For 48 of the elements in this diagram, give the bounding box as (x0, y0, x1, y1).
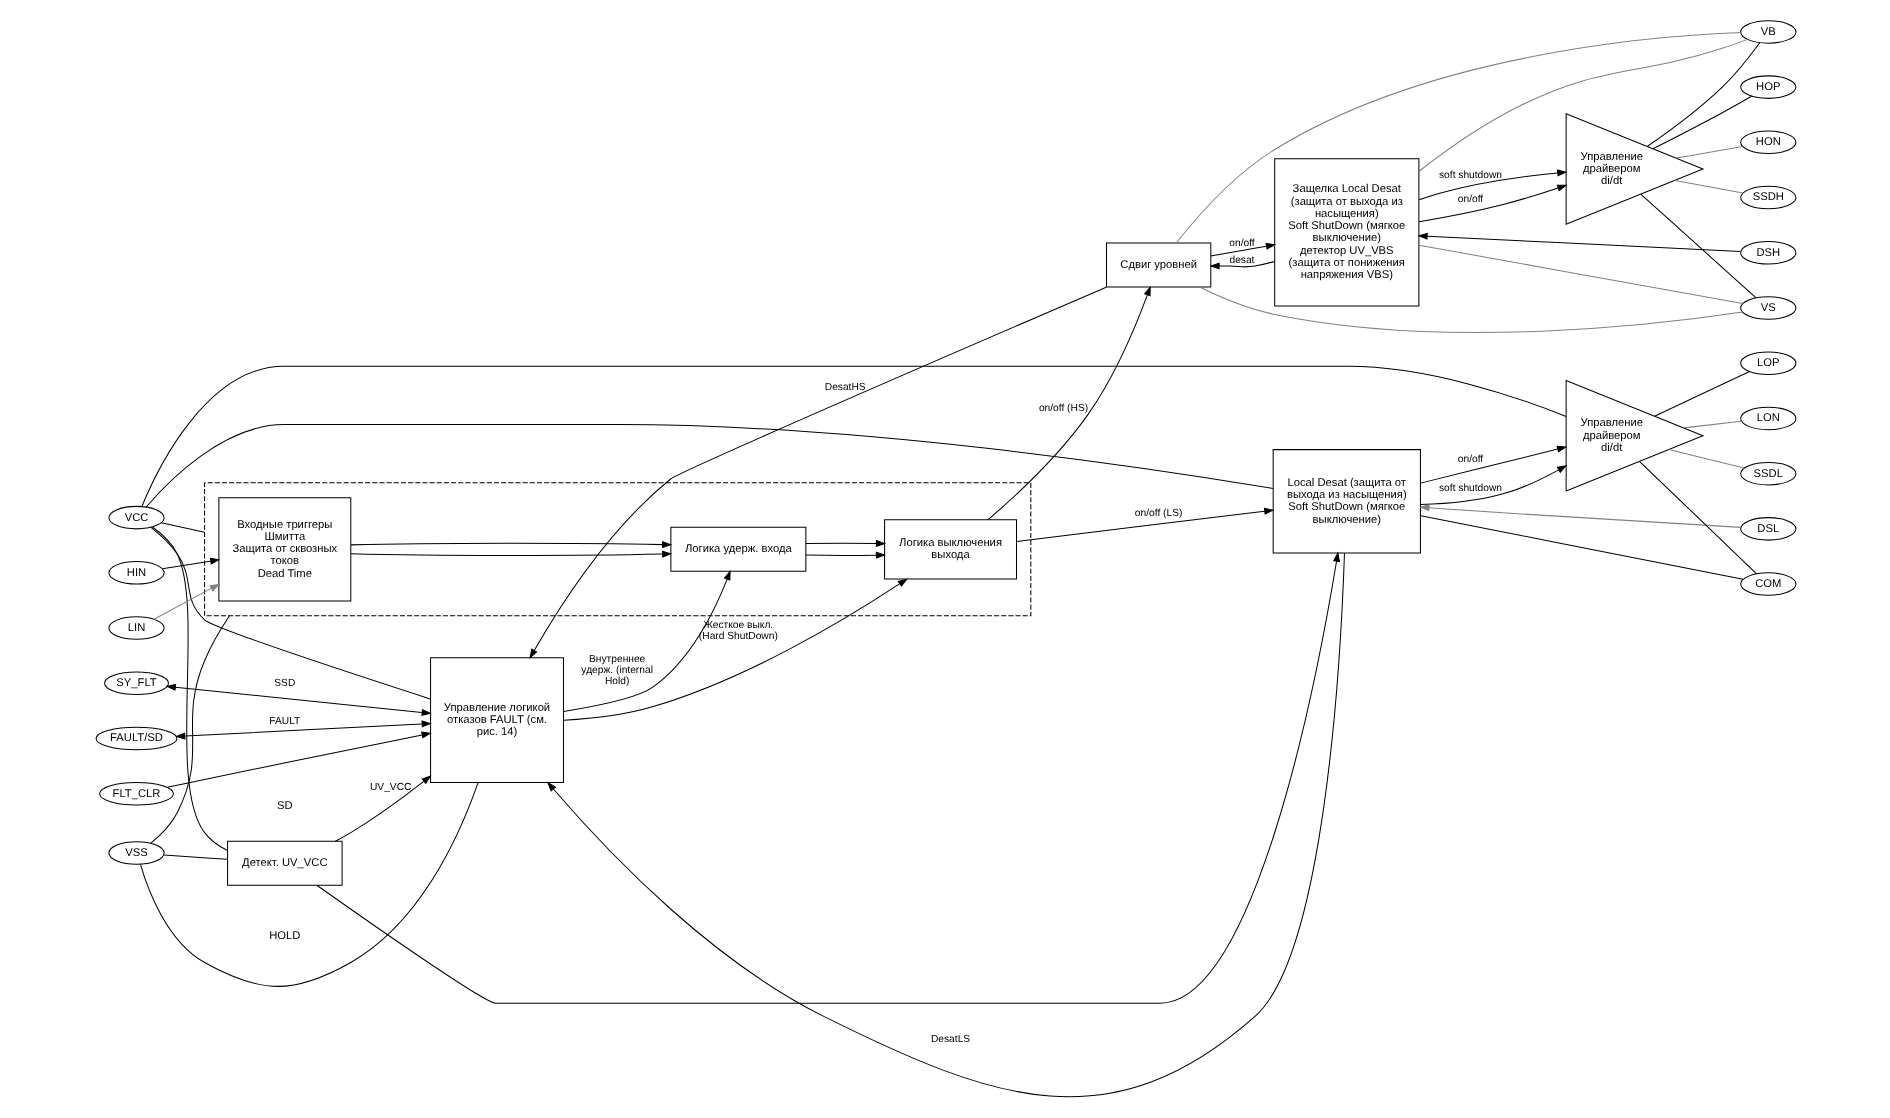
connector (138, 782, 478, 987)
connector (1639, 193, 1756, 299)
arrow (562, 569, 730, 712)
arrow (986, 285, 1150, 521)
connector (1174, 32, 1741, 244)
connector (162, 854, 228, 860)
arrow (333, 775, 431, 842)
connector (149, 615, 230, 844)
arrow (1208, 260, 1274, 270)
arrow (1419, 464, 1567, 505)
connector (1674, 146, 1742, 159)
connector (1417, 244, 1743, 305)
arrow (160, 557, 220, 570)
connector (1638, 461, 1757, 575)
connector (1198, 286, 1742, 333)
connector (1653, 371, 1750, 417)
arrow (315, 551, 1340, 1004)
arrow (349, 541, 672, 549)
connector (1673, 179, 1743, 194)
connector (1419, 515, 1743, 580)
connector (1667, 449, 1744, 469)
connector (144, 424, 1273, 508)
connector (150, 526, 227, 851)
arrow (1416, 232, 1740, 252)
arrow (1418, 504, 1741, 528)
arrow (164, 683, 431, 717)
connector (1682, 420, 1741, 429)
arrow (562, 578, 907, 721)
arrow (1209, 242, 1276, 257)
cluster (203, 482, 1031, 617)
connector (159, 522, 205, 533)
arrow (804, 551, 886, 559)
arrow (528, 286, 1106, 659)
connector (140, 365, 1566, 507)
arrow (165, 731, 431, 788)
arrow (1015, 507, 1274, 542)
arrow (1417, 169, 1567, 201)
connector (149, 526, 430, 700)
connector (1646, 42, 1760, 147)
arrow (1419, 445, 1567, 484)
arrow (174, 720, 431, 740)
connector (1417, 38, 1748, 172)
arrow (1417, 184, 1567, 223)
arrow (152, 583, 220, 620)
arrow (545, 552, 1344, 1097)
arrow (804, 539, 886, 548)
arrow (349, 550, 672, 558)
connector (1651, 95, 1752, 150)
